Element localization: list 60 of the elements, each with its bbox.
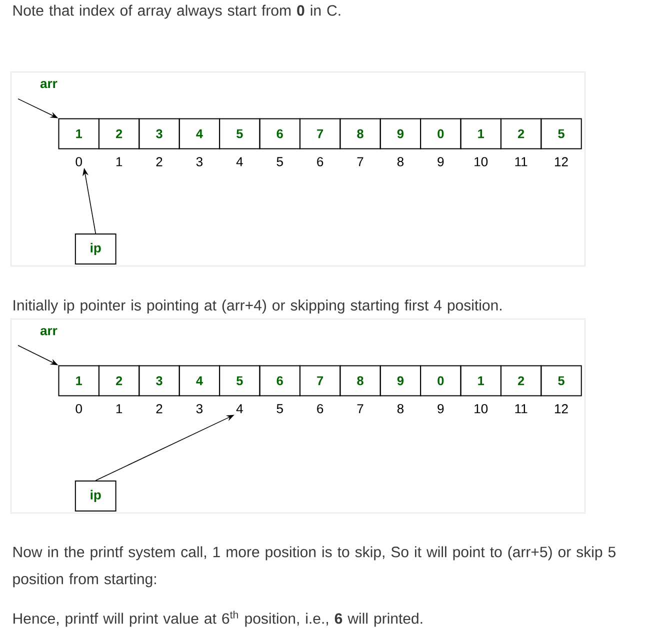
index-number: 11 xyxy=(515,404,528,414)
array-cell: 2 xyxy=(500,118,542,150)
index-number: 10 xyxy=(474,404,488,414)
index-number: 5 xyxy=(276,157,283,166)
array-cell: 0 xyxy=(420,365,462,396)
index-number: 7 xyxy=(357,404,364,414)
array-cell: 1 xyxy=(460,365,502,396)
array-cell: 2 xyxy=(98,365,140,396)
index-number: 5 xyxy=(276,404,283,414)
index-number: 6 xyxy=(317,157,324,166)
array-cell: 8 xyxy=(340,118,381,150)
index-number: 4 xyxy=(236,157,243,166)
array-cell: 5 xyxy=(219,118,260,150)
index-number: 1 xyxy=(116,404,122,414)
array-cell: 5 xyxy=(540,118,582,150)
array-cell: 4 xyxy=(178,118,220,150)
array-cell: 1 xyxy=(58,118,100,150)
index-number: 9 xyxy=(438,404,444,414)
array-cell: 1 xyxy=(460,118,502,150)
array-cell: 7 xyxy=(299,118,341,150)
index-number: 11 xyxy=(515,157,528,166)
array-cell: 2 xyxy=(98,118,140,150)
index-number: 10 xyxy=(474,157,488,166)
array-cell: 9 xyxy=(380,118,422,150)
index-number: 1 xyxy=(116,157,122,166)
index-number: 6 xyxy=(317,404,324,414)
paragraph: Note that index of array always start from 0 in C. xyxy=(14,4,340,19)
array-cell: 0 xyxy=(420,118,462,150)
paragraph: Hence, printf will print value at 6$^{th}$ position, i.e., 6 will printed. xyxy=(14,610,422,627)
paragraph: Now in the printf system call, 1 more position is to skip, So it will point to (arr+5) or skip 5 position from starting: xyxy=(13,546,616,588)
array-cell: 6 xyxy=(259,365,300,396)
paragraph: Initially ip pointer is pointing at (arr+4) or skipping starting first 4 position. xyxy=(14,300,502,314)
array-cell: 9 xyxy=(380,365,422,396)
pointer-box: ip xyxy=(74,480,116,512)
index-number: 12 xyxy=(555,404,568,414)
array-cell: 8 xyxy=(340,365,381,396)
array-cell: 4 xyxy=(178,365,220,396)
array-cell: 3 xyxy=(138,118,180,150)
array-cell: 3 xyxy=(138,365,180,396)
index-number: 8 xyxy=(397,157,404,166)
array-cell: 5 xyxy=(540,365,582,396)
index-number: 3 xyxy=(196,404,202,414)
index-number: 2 xyxy=(156,157,162,166)
variable-label: arr xyxy=(40,81,58,88)
array-cell: 2 xyxy=(500,365,542,396)
index-number: 8 xyxy=(397,404,404,414)
index-number: 9 xyxy=(438,157,444,166)
index-number: 0 xyxy=(76,157,82,166)
index-number: 2 xyxy=(156,404,162,414)
index-number: 7 xyxy=(357,157,364,166)
index-number: 12 xyxy=(555,157,568,166)
index-number: 3 xyxy=(196,157,202,166)
array-cell: 7 xyxy=(299,365,341,396)
variable-label: arr xyxy=(40,328,58,336)
array-cell: 1 xyxy=(58,365,100,396)
index-number: 0 xyxy=(76,404,82,414)
array-cell: 5 xyxy=(219,365,260,396)
index-number: 4 xyxy=(236,404,243,414)
array-cell: 6 xyxy=(259,118,300,150)
pointer-box: ip xyxy=(74,234,116,264)
